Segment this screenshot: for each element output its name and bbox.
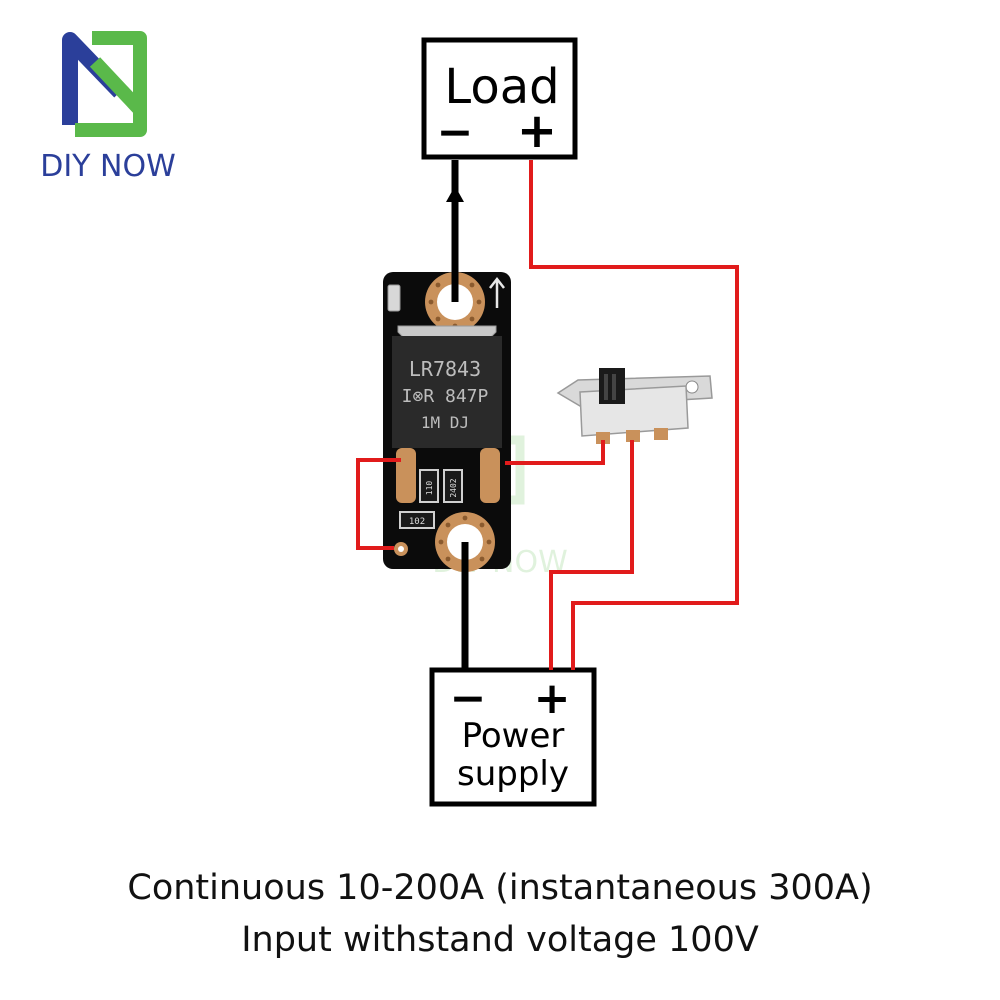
source-pad [480,448,500,503]
resistor-r3: 102 [399,511,435,529]
load-title: Load [444,59,559,115]
power-minus-terminal: − [450,673,487,724]
slide-switch-icon [556,368,713,444]
resistor-r2: 2402 [443,469,463,503]
red-wires [356,160,739,670]
power-label-line2: supply [457,754,569,794]
load-box: Load − + [421,37,578,160]
mosfet-module: LR7843 I⊗R 847P 1M DJ 110 2402 102 [383,272,511,572]
led-indicator [387,284,401,312]
resistor-r1: 110 [419,469,439,503]
wire-module-to-switch [505,440,605,465]
brand-name: DIY NOW [40,149,176,184]
brand-logo: DIY NOW [40,31,176,184]
wire-switch-to-power-plus [549,440,634,670]
mosfet-label-line1: LR7843 [409,357,481,381]
wire-load-plus-to-power-plus [529,160,739,670]
flow-arrow-icon [446,186,464,202]
caption-line2: Input withstand voltage 100V [241,920,759,960]
caption-line1: Continuous 10-200A (instantaneous 300A) [127,868,873,908]
diy-now-logo-icon [62,31,147,137]
power-plus-terminal: + [534,673,571,724]
mosfet-label-line3: 1M DJ [421,413,469,432]
power-supply-box: − + Power supply [429,667,597,807]
svg-text:2402: 2402 [449,478,458,497]
black-wires [451,160,469,670]
svg-text:102: 102 [409,517,425,527]
mosfet-label-line2: I⊗R 847P [402,386,489,407]
wire-gate-loop [356,458,401,550]
load-plus-terminal: + [517,103,557,159]
svg-text:110: 110 [425,481,434,496]
load-minus-terminal: − [437,107,474,158]
gate-pad [396,448,416,503]
power-label-line1: Power [462,716,565,756]
up-arrow-icon [489,276,505,308]
